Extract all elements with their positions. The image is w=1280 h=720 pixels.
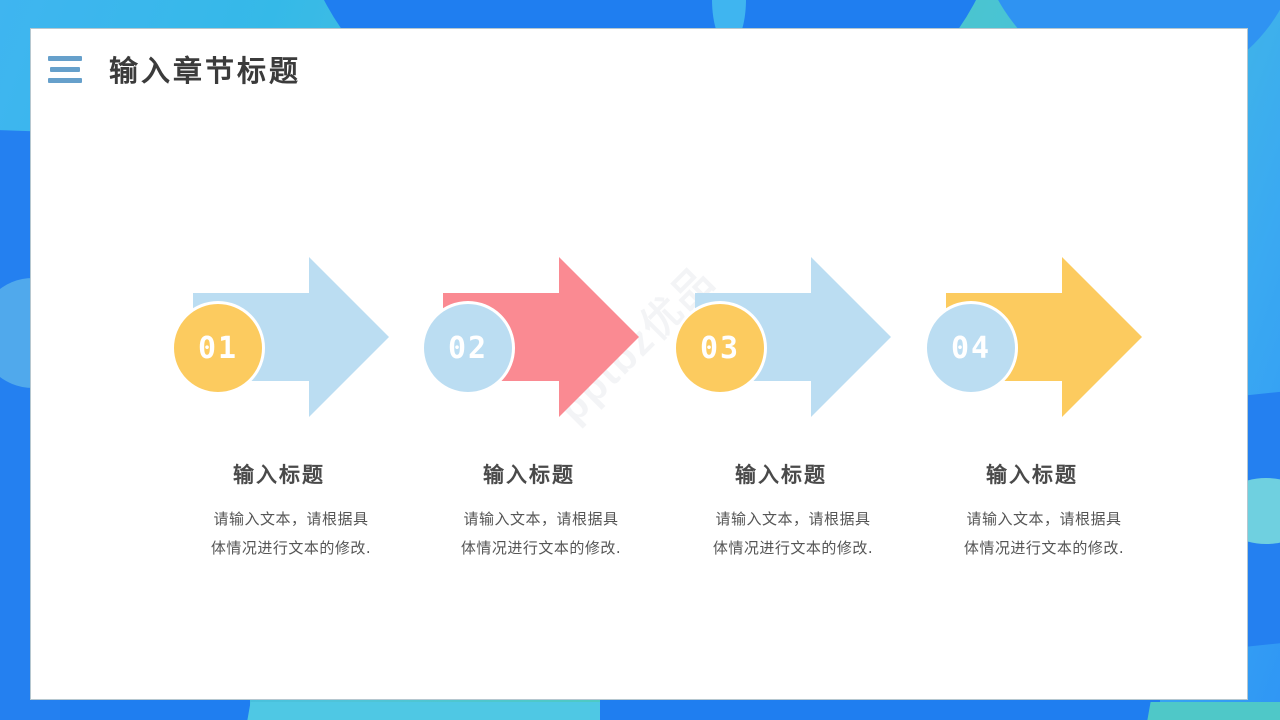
slide-header: 输入章节标题 — [31, 29, 301, 109]
step-description-line-2: 体情况进行文本的修改. — [963, 539, 1125, 558]
step-title-04: 输入标题 — [986, 463, 1078, 487]
background-blob-bottom-d — [1129, 702, 1280, 720]
step-number-badge-01[interactable]: 01 — [171, 301, 265, 395]
step-description-line-1: 请输入文本，请根据具 — [715, 510, 871, 528]
step-description-line-2: 体情况进行文本的修改. — [210, 539, 372, 558]
arrow-step-02: 02 输入标题请输入文本，请根据具体情况进行文本的修改. — [391, 241, 691, 611]
hamburger-bar-2 — [50, 66, 80, 72]
arrow-step-03: 03 输入标题请输入文本，请根据具体情况进行文本的修改. — [643, 241, 943, 611]
hamburger-icon[interactable] — [43, 55, 87, 83]
step-title-03: 输入标题 — [735, 463, 827, 487]
background-blob-bottom-b — [229, 702, 611, 720]
arrow-graphic-02: 02 — [391, 241, 667, 431]
arrow-graphic-03: 03 — [643, 241, 919, 431]
step-description-line-1: 请输入文本，请根据具 — [966, 510, 1122, 528]
step-description-03: 请输入文本，请根据具体情况进行文本的修改. — [668, 505, 918, 564]
page-title: 输入章节标题 — [109, 54, 302, 88]
arrow-graphic-01: 01 — [141, 241, 417, 431]
step-title-02: 输入标题 — [483, 463, 575, 487]
step-description-line-1: 请输入文本，请根据具 — [213, 510, 369, 528]
background-blob-bottom-c — [600, 700, 1160, 720]
step-description-04: 请输入文本，请根据具体情况进行文本的修改. — [919, 505, 1169, 564]
step-number-badge-03[interactable]: 03 — [673, 301, 767, 395]
hamburger-bar-3 — [48, 77, 82, 83]
step-number-badge-04[interactable]: 04 — [924, 301, 1018, 395]
hamburger-bar-1 — [48, 55, 82, 61]
step-description-line-2: 体情况进行文本的修改. — [460, 539, 622, 558]
step-description-line-2: 体情况进行文本的修改. — [712, 539, 874, 558]
step-number-badge-02[interactable]: 02 — [421, 301, 515, 395]
arrow-graphic-04: 04 — [894, 241, 1170, 431]
step-title-01: 输入标题 — [233, 463, 325, 487]
step-description-01: 请输入文本，请根据具体情况进行文本的修改. — [166, 505, 416, 564]
arrow-step-01: 01 输入标题请输入文本，请根据具体情况进行文本的修改. — [141, 241, 441, 611]
step-description-line-1: 请输入文本，请根据具 — [463, 510, 619, 528]
background-blob-bottom-a — [60, 700, 250, 720]
arrow-step-04: 04 输入标题请输入文本，请根据具体情况进行文本的修改. — [894, 241, 1194, 611]
step-description-02: 请输入文本，请根据具体情况进行文本的修改. — [416, 505, 666, 564]
